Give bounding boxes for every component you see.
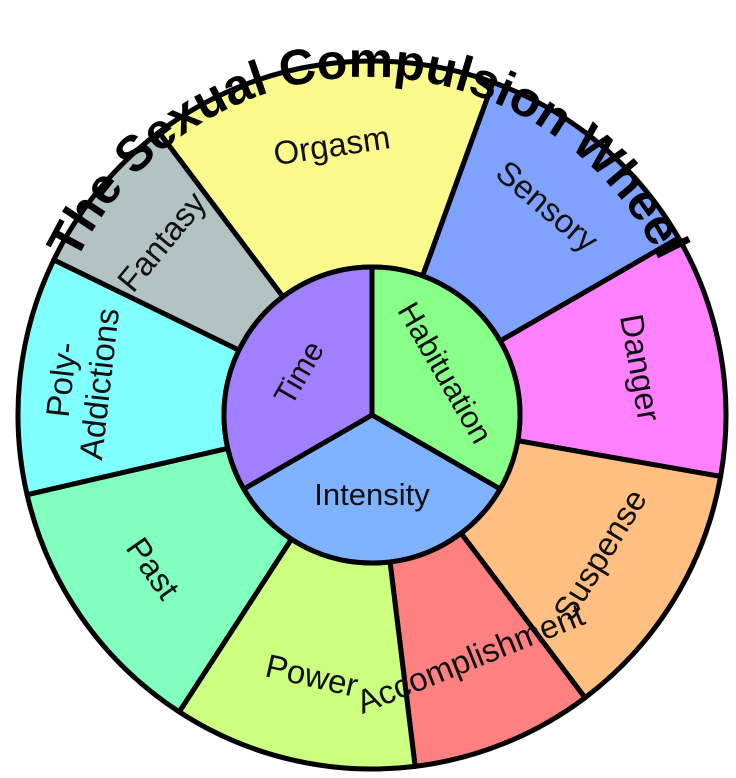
hub-segment-time: [221, 264, 375, 492]
inner-ring: [221, 264, 523, 566]
hub-label-intensity: Intensity: [314, 477, 430, 512]
label-line-1: Poly-: [38, 340, 83, 419]
hub-segment-intensity: [241, 412, 503, 566]
